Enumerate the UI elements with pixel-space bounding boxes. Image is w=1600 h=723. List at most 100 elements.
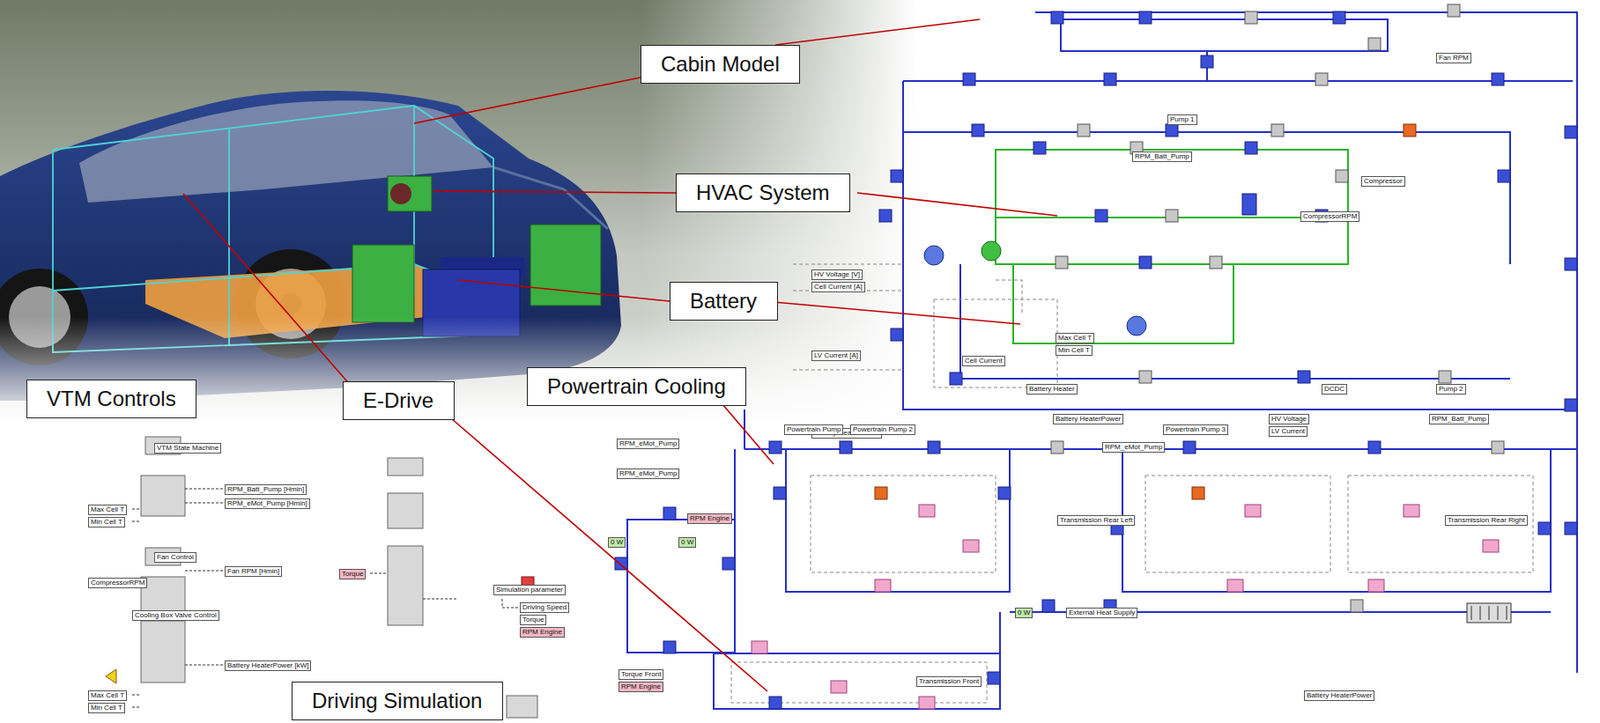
signal-label: Powertrain Pump 3 [1162,424,1229,436]
component-symbol [830,681,847,694]
signal-label: Battery Heater [1026,384,1078,395]
component-symbol [1139,11,1152,24]
component-symbol [962,540,979,553]
callout-box: E-Drive [342,381,455,421]
component-symbol [1051,441,1064,454]
component-symbol [1564,258,1578,271]
callout-text: VTM Controls [46,386,177,412]
component-symbol [1491,441,1504,454]
component-symbol [1403,504,1420,518]
component-symbol [1183,441,1196,454]
signal-label: RPM Engine [618,681,664,693]
component-symbol [874,579,891,593]
callout-box: HVAC System [675,173,851,213]
signal-label: 0 W [1014,607,1033,619]
component-symbol [1447,4,1460,17]
component-symbol [1368,579,1385,593]
component-symbol [1055,256,1068,269]
leader-line [775,19,980,45]
signal-label: LV Current [1268,426,1308,438]
component-symbol [1200,55,1214,68]
signal-label: Max Cell T [1055,333,1095,344]
signal-label: Driving Speed [519,602,570,614]
component-symbol [663,507,676,520]
signal-label: Torque [339,569,366,580]
signal-label: RPM_Batt_Pump [1429,414,1489,425]
signal-label: Powertrain Pump 2 [850,424,916,436]
component-symbol [998,487,1011,500]
signal-label: External Heat Supply [1066,607,1138,619]
signal-label: Battery HeaterPower [1303,690,1375,702]
component-symbol [1438,370,1452,384]
signal-label: RPM_eMot_Pump [616,438,680,450]
signal-label: Cooling Box Valve Control [132,610,220,622]
callout-text: HVAC System [696,180,830,206]
component-symbol [1095,209,1108,223]
signal-label: Pump 2 [1436,384,1467,395]
component-symbol [1042,600,1055,613]
component-symbol [879,209,892,223]
signal-label: Fan Control [154,552,197,563]
callout-box: VTM Controls [26,379,197,419]
component-symbol [1368,441,1381,454]
component-symbol [839,441,852,454]
callout-text: Cabin Model [660,51,780,77]
callout-text: E-Drive [362,388,435,414]
signal-label: Min Cell T [88,703,126,714]
component-symbol [1051,11,1064,24]
component-symbol [1297,370,1311,384]
signal-label: HV Voltage [V] [811,269,863,281]
leader-line [183,193,353,388]
component-symbol [1244,11,1258,24]
signal-label: Cell Current [962,355,1006,367]
signal-label: Pump 1 [1167,114,1198,126]
signal-label: 0 W [678,537,697,549]
leader-line [414,77,641,124]
signal-label: RPM Engine [519,627,565,638]
component-symbol [987,672,1000,685]
component-symbol [1497,170,1511,183]
component-symbol [1077,124,1090,137]
signal-label: Battery HeaterPower [kW] [224,660,312,672]
signal-label: Fan RPM [Hmin] [224,566,282,578]
signal-label: VTM State Machine [154,443,222,454]
component-symbol [769,696,782,710]
component-symbol [773,487,786,500]
leader-line [722,404,774,465]
component-symbol [1033,141,1046,155]
component-symbol [1538,522,1551,535]
component-symbol [962,73,976,86]
component-symbol [663,641,676,654]
signal-label: Transmission Front [916,676,982,688]
signal-label: Fan RPM [1436,52,1472,64]
component-symbol [1139,370,1152,384]
component-symbol [890,170,904,183]
signal-label: RPM Engine [687,513,733,525]
signal-label: LV Current [A] [811,350,861,362]
signal-label: DCDC [1321,384,1348,395]
leader-line [451,418,768,692]
signal-label: HV Voltage [1268,414,1310,425]
component-symbol [874,487,888,500]
component-symbol [1244,504,1261,518]
component-symbol [1139,256,1152,269]
signal-label: RPM_eMot_Pump [1102,442,1165,453]
callout-box: Battery [669,281,778,321]
component-symbol [1368,37,1381,51]
component-symbol [927,441,941,454]
component-symbol [1482,540,1499,553]
leader-line [763,301,1021,325]
component-symbol [918,504,935,518]
callout-text: Battery [689,288,758,314]
component-symbol [1165,209,1178,223]
component-symbol [1227,579,1244,593]
callout-box: Cabin Model [640,44,800,84]
signal-label: Compressor [1361,176,1406,187]
signal-label: RPM_Batt_Pump [Hmin] [224,484,307,496]
component-symbol [1165,124,1178,137]
signal-label: 0 W [607,537,626,549]
signal-label: CompressorRPM [88,577,148,589]
leader-line [857,192,1058,216]
component-symbol [971,124,985,137]
component-symbol [1350,600,1363,613]
